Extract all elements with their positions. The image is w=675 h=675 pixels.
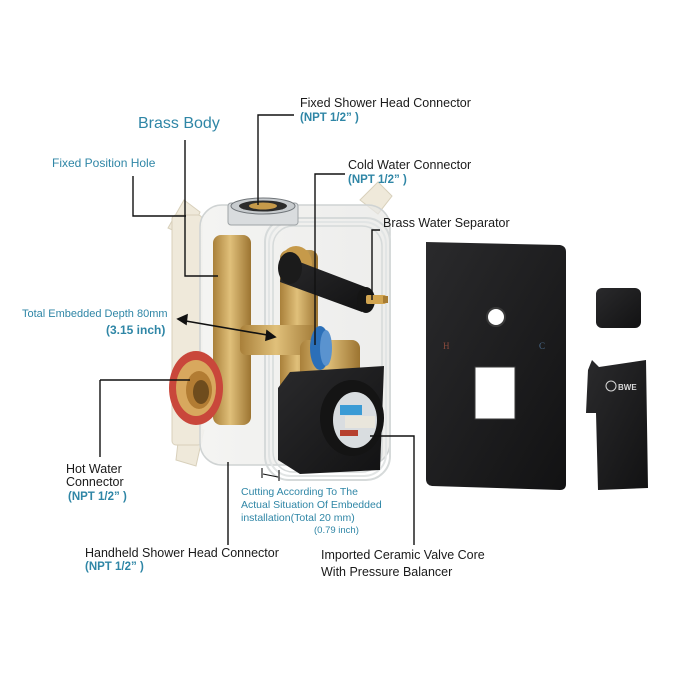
cutting-note-line3: installation(Total 20 mm) (241, 512, 355, 524)
label-brass-body: Brass Body (138, 115, 220, 132)
label-hot-water-line2: Connector (66, 475, 124, 489)
brand-mark: BWE (618, 383, 637, 392)
leader-fixed-shower-head (257, 114, 294, 205)
cutting-note-line2: Actual Situation Of Embedded (241, 499, 382, 511)
label-ceramic-valve-line1: Imported Ceramic Valve Core (321, 548, 485, 562)
valve-opening (474, 366, 516, 420)
spec-hot-water: (NPT 1/2” ) (68, 491, 127, 503)
label-hot-water-line1: Hot Water (66, 462, 122, 476)
leader-ceramic-valve (370, 435, 415, 545)
spec-cold-water: (NPT 1/2” ) (348, 174, 407, 186)
cold-mark: C (539, 341, 545, 351)
leader-cold-water (314, 173, 345, 345)
ceramic-valve-core (278, 366, 384, 474)
lever-handle: BWE (586, 360, 648, 490)
cutting-note-line4: (0.79 inch) (314, 525, 359, 536)
label-fixed-shower-head: Fixed Shower Head Connector (300, 96, 471, 110)
label-ceramic-valve-line2: With Pressure Balancer (321, 565, 453, 579)
brass-water-separator (278, 246, 388, 313)
leader-lines (99, 114, 415, 545)
leader-brass-water-separator (371, 229, 380, 300)
hot-mark: H (443, 341, 450, 351)
trim-plate: H C (426, 242, 566, 490)
bwe-logo-icon (605, 380, 617, 392)
label-handheld-shower-head: Handheld Shower Head Connector (85, 546, 279, 560)
diverter-knob (596, 288, 641, 328)
label-brass-water-separator: Brass Water Separator (383, 216, 510, 230)
depth-dimension-arrow (176, 313, 277, 342)
cold-water-port (310, 326, 332, 370)
diverter-hole (486, 307, 506, 327)
leader-brass-body (184, 140, 218, 277)
label-fixed-position-hole: Fixed Position Hole (52, 156, 156, 170)
cutting-dimension-arrow (261, 468, 280, 481)
label-embedded-depth: Total Embedded Depth 80mm (22, 308, 168, 320)
label-cold-water: Cold Water Connector (348, 158, 472, 172)
leader-fixed-position-hole (132, 176, 186, 217)
spec-handheld-shower-head: (NPT 1/2” ) (85, 561, 144, 573)
cutting-note-line1: Cutting According To The (241, 486, 358, 498)
hot-water-port (169, 351, 223, 425)
spec-fixed-shower-head: (NPT 1/2” ) (300, 112, 359, 124)
fixed-shower-head-port (227, 197, 299, 226)
label-embedded-depth-inch: (3.15 inch) (106, 323, 166, 337)
